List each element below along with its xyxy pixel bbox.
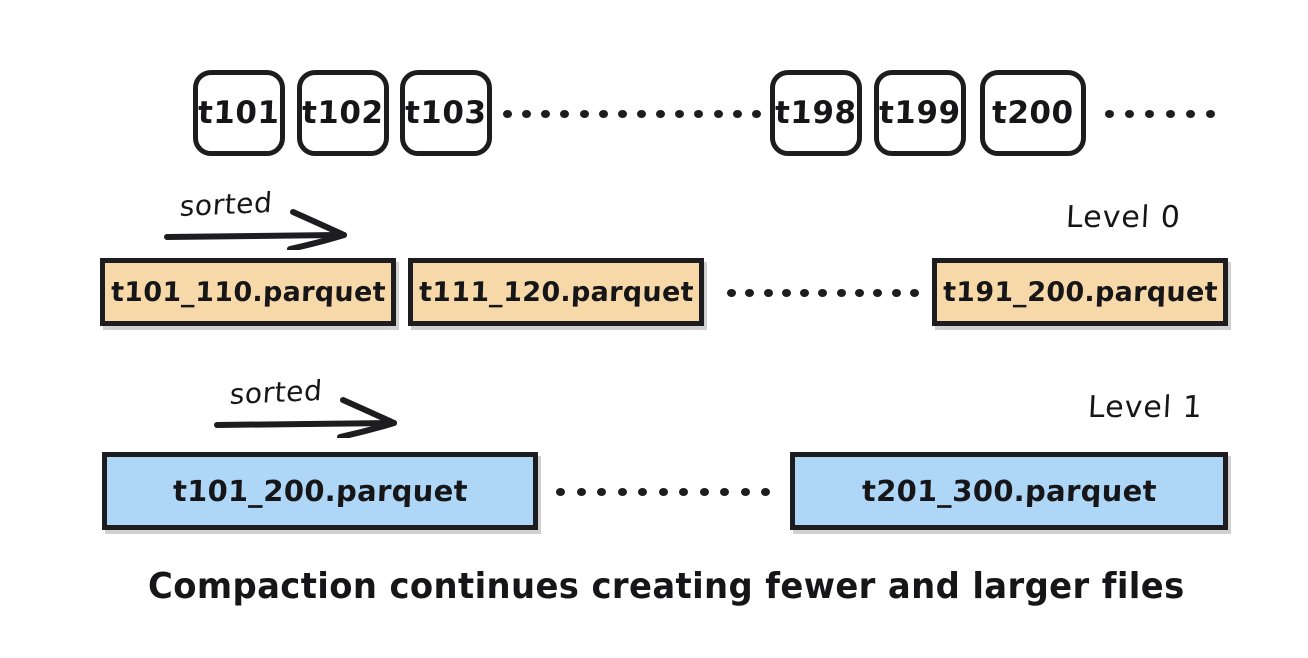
level0-file-label: t191_200.parquet	[942, 276, 1218, 308]
level0-file-box: t191_200.parquet	[932, 258, 1228, 326]
level0-file-box: t101_110.parquet	[100, 258, 396, 326]
time-chunk-label: t102	[301, 95, 385, 131]
time-chunk-label: t103	[404, 95, 488, 131]
time-chunk-box: t102	[297, 70, 389, 156]
time-chunk-box: t198	[770, 70, 862, 156]
time-chunk-box: t101	[193, 70, 285, 156]
level0-file-label: t101_110.parquet	[110, 276, 386, 308]
arrow-icon	[214, 397, 397, 438]
sorted-arrow-level0: sorted	[160, 186, 360, 250]
level1-caption: Level 1	[1087, 390, 1204, 425]
time-chunk-label: t200	[991, 95, 1075, 131]
time-chunk-label: t198	[774, 95, 858, 131]
ellipsis-level1	[556, 487, 770, 496]
time-chunk-box: t200	[980, 70, 1086, 156]
level0-caption: Level 0	[1065, 200, 1182, 235]
level0-file-label: t111_120.parquet	[418, 276, 694, 308]
level1-file-label: t101_200.parquet	[171, 474, 468, 508]
level1-file-label: t201_300.parquet	[860, 474, 1157, 508]
level1-file-box: t201_300.parquet	[790, 452, 1228, 530]
arrow-icon	[164, 209, 347, 250]
footer-caption: Compaction continues creating fewer and …	[148, 566, 1185, 607]
level1-file-box: t101_200.parquet	[102, 452, 538, 530]
ellipsis-level0	[727, 288, 919, 297]
ellipsis-time-chunks-trailing	[1105, 109, 1215, 118]
time-chunk-box: t103	[400, 70, 492, 156]
time-chunk-label: t101	[197, 95, 281, 131]
time-chunk-box: t199	[874, 70, 966, 156]
time-chunk-label: t199	[878, 95, 962, 131]
ellipsis-time-chunks-middle	[503, 109, 761, 118]
level0-file-box: t111_120.parquet	[408, 258, 704, 326]
sorted-arrow-level1: sorted	[210, 374, 410, 438]
